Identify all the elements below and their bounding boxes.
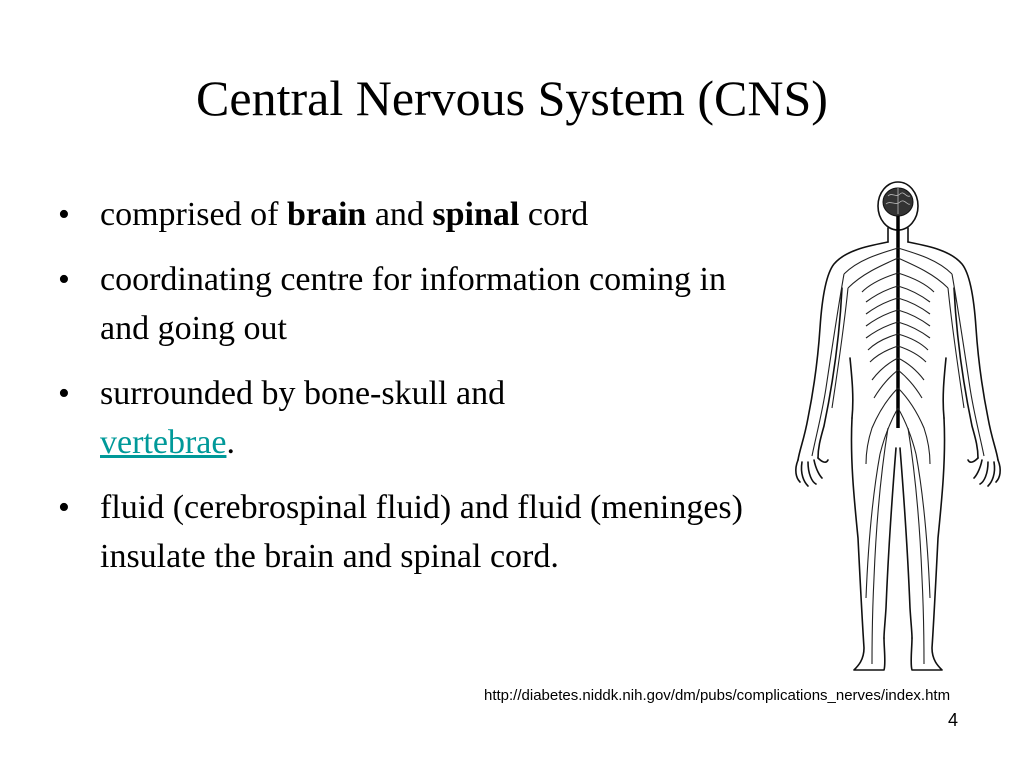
vertebrae-link[interactable]: vertebrae (100, 424, 227, 461)
bullet-text: coordinating centre for information comi… (100, 261, 726, 347)
bullet-text: fluid (cerebrospinal fluid) and fluid (m… (100, 489, 743, 575)
bullet-item-surrounded: • surrounded by bone-skull and vertebrae… (58, 369, 778, 467)
bullet-marker: • (58, 261, 70, 298)
bullet-text: surrounded by bone-skull and (100, 375, 506, 412)
bullet-text: and (366, 196, 433, 233)
bullet-item-coordinating: • coordinating centre for information co… (58, 255, 778, 353)
bold-term-spinal: spinal (432, 196, 520, 233)
bullet-marker: • (58, 375, 70, 412)
bold-term-brain: brain (286, 196, 367, 233)
slide-number: 4 (948, 710, 959, 730)
bullet-item-composition: • comprised of brain and spinal cord (58, 190, 778, 239)
bullet-text: comprised of (100, 196, 287, 233)
bullet-marker: • (58, 196, 70, 233)
bullet-text: . (226, 424, 235, 461)
bullet-item-fluid: • fluid (cerebrospinal fluid) and fluid … (58, 483, 778, 581)
source-url[interactable]: http://diabetes.niddk.nih.gov/dm/pubs/co… (484, 687, 951, 704)
bullet-list: • comprised of brain and spinal cord • c… (58, 190, 778, 597)
slide-title: Central Nervous System (CNS) (196, 70, 828, 126)
nervous-system-figure-icon (795, 181, 1001, 671)
bullet-text: cord (519, 196, 589, 233)
bullet-marker: • (58, 489, 70, 526)
